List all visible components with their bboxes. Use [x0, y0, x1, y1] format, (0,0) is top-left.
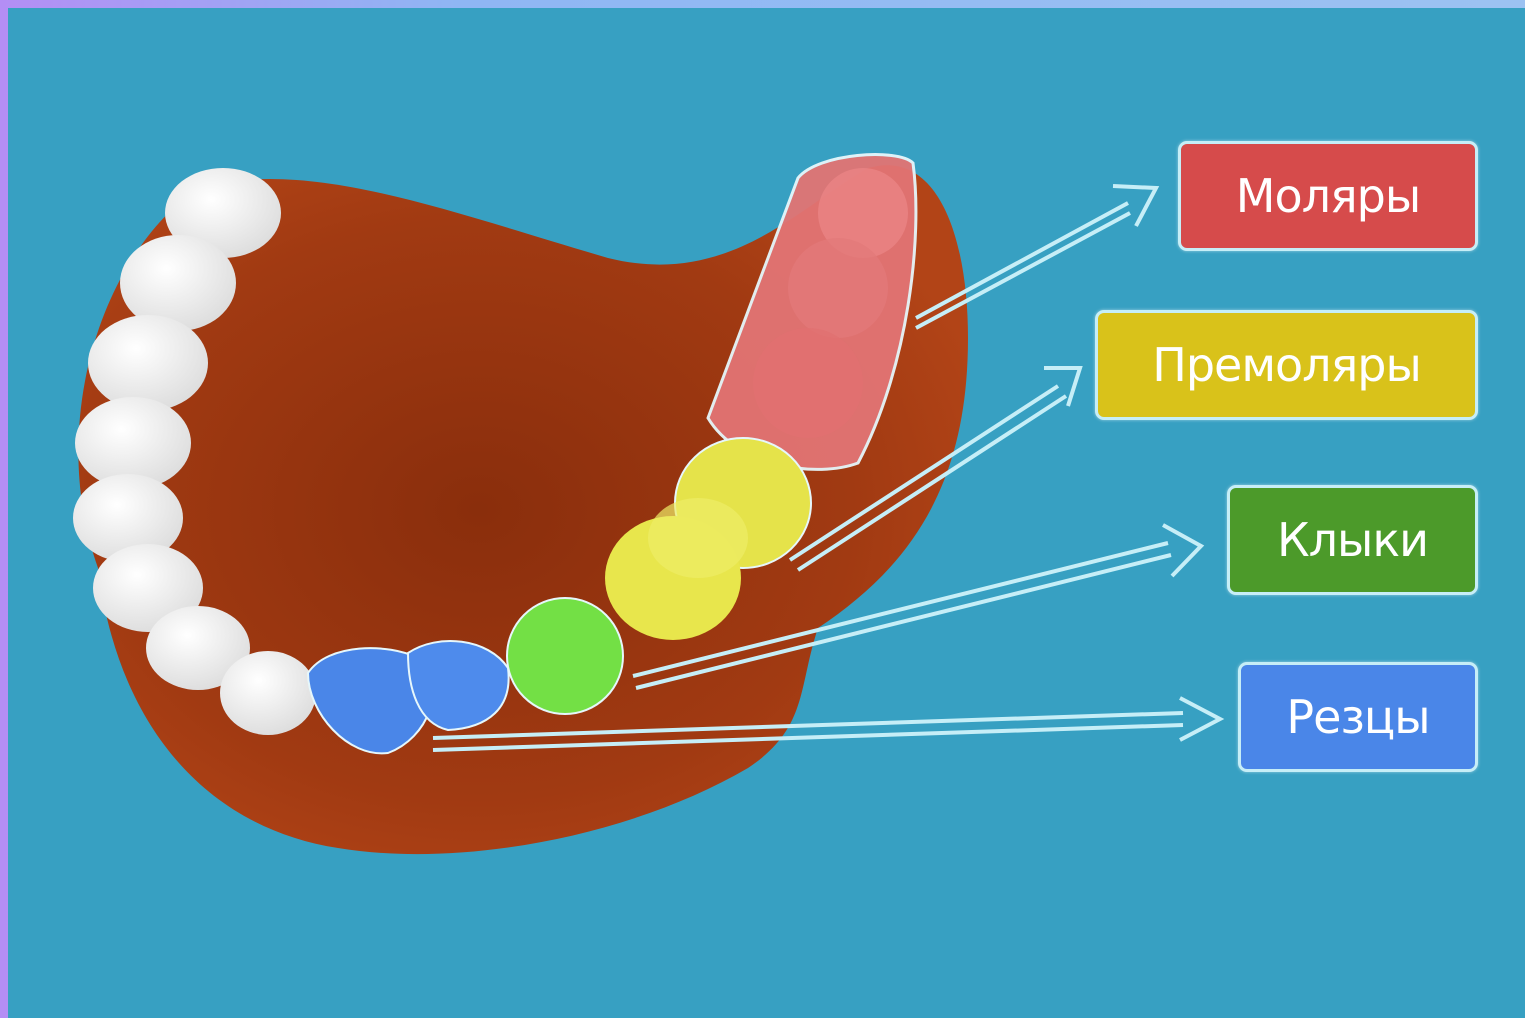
label-canines: Клыки [1227, 485, 1478, 595]
label-premolars: Премоляры [1095, 310, 1478, 420]
diagram-panel: Моляры Премоляры Клыки Резцы [8, 8, 1525, 1018]
label-incisors: Резцы [1238, 662, 1478, 772]
label-molars: Моляры [1178, 141, 1478, 251]
canine-tooth [507, 598, 623, 714]
